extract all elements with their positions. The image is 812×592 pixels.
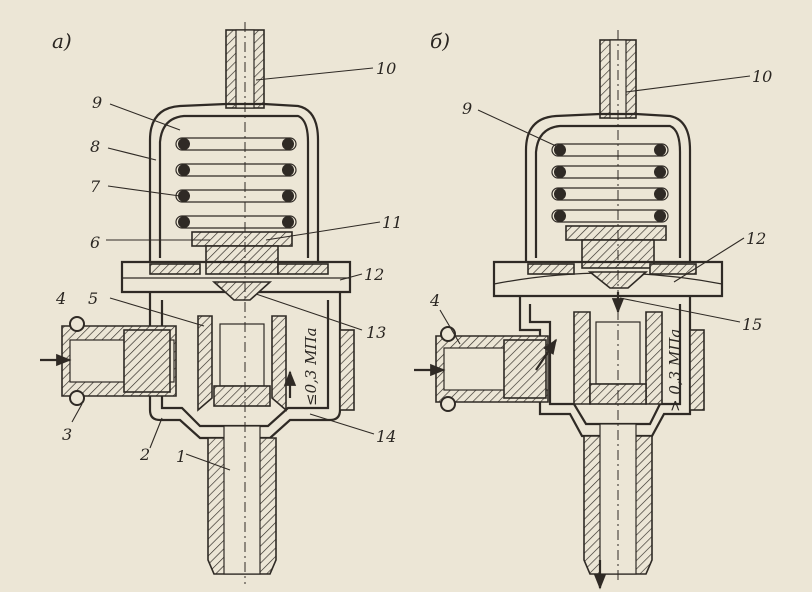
panel-b: б) — [414, 29, 772, 590]
callout-12-b: 12 — [746, 229, 766, 248]
valve-seat-left — [197, 315, 213, 412]
panel-a-title: а) — [52, 29, 72, 53]
valve-disc — [211, 281, 273, 301]
lower-body-b — [518, 296, 692, 438]
callouts-a: 1 2 3 4 5 6 7 8 9 10 11 12 13 14 — [55, 59, 402, 466]
leader-lines-a — [71, 67, 381, 471]
callout-10: 10 — [376, 59, 396, 78]
diaphragm-flange-b — [492, 260, 724, 298]
callouts-b: 4 9 10 12 15 — [429, 67, 772, 334]
callout-3: 3 — [62, 425, 72, 444]
valve-seat-right-b — [645, 311, 663, 405]
callout-15-b: 15 — [742, 315, 762, 334]
valve-seat-right — [271, 315, 287, 412]
callout-10-b: 10 — [752, 67, 772, 86]
callout-2: 2 — [139, 445, 150, 464]
spring-seat-b — [565, 225, 667, 241]
callout-5: 5 — [88, 289, 98, 308]
spring-b — [551, 143, 669, 223]
callout-9-b: 9 — [462, 99, 472, 118]
panel-a: а) — [40, 22, 402, 584]
pressure-label-b: > 0,3 МПа — [666, 329, 684, 412]
panel-b-title: б) — [430, 29, 450, 53]
callout-4-b: 4 — [429, 291, 440, 310]
diaphragm-flange — [120, 260, 352, 294]
callout-6: 6 — [90, 233, 100, 252]
pressure-label-a: ≤0,3 МПа — [302, 327, 320, 406]
spring — [175, 137, 297, 229]
callout-12: 12 — [364, 265, 384, 284]
callout-9: 9 — [92, 93, 102, 112]
callout-14: 14 — [376, 427, 396, 446]
callout-4: 4 — [55, 289, 66, 308]
callout-7: 7 — [90, 177, 101, 196]
callout-11: 11 — [382, 213, 402, 232]
valve-holder — [205, 245, 279, 275]
leader-lines-b — [439, 75, 751, 345]
callout-13: 13 — [366, 323, 386, 342]
valve-seat-left-b — [573, 311, 591, 405]
callout-1: 1 — [176, 447, 186, 466]
spring-seat — [191, 231, 293, 247]
callout-8: 8 — [90, 137, 100, 156]
